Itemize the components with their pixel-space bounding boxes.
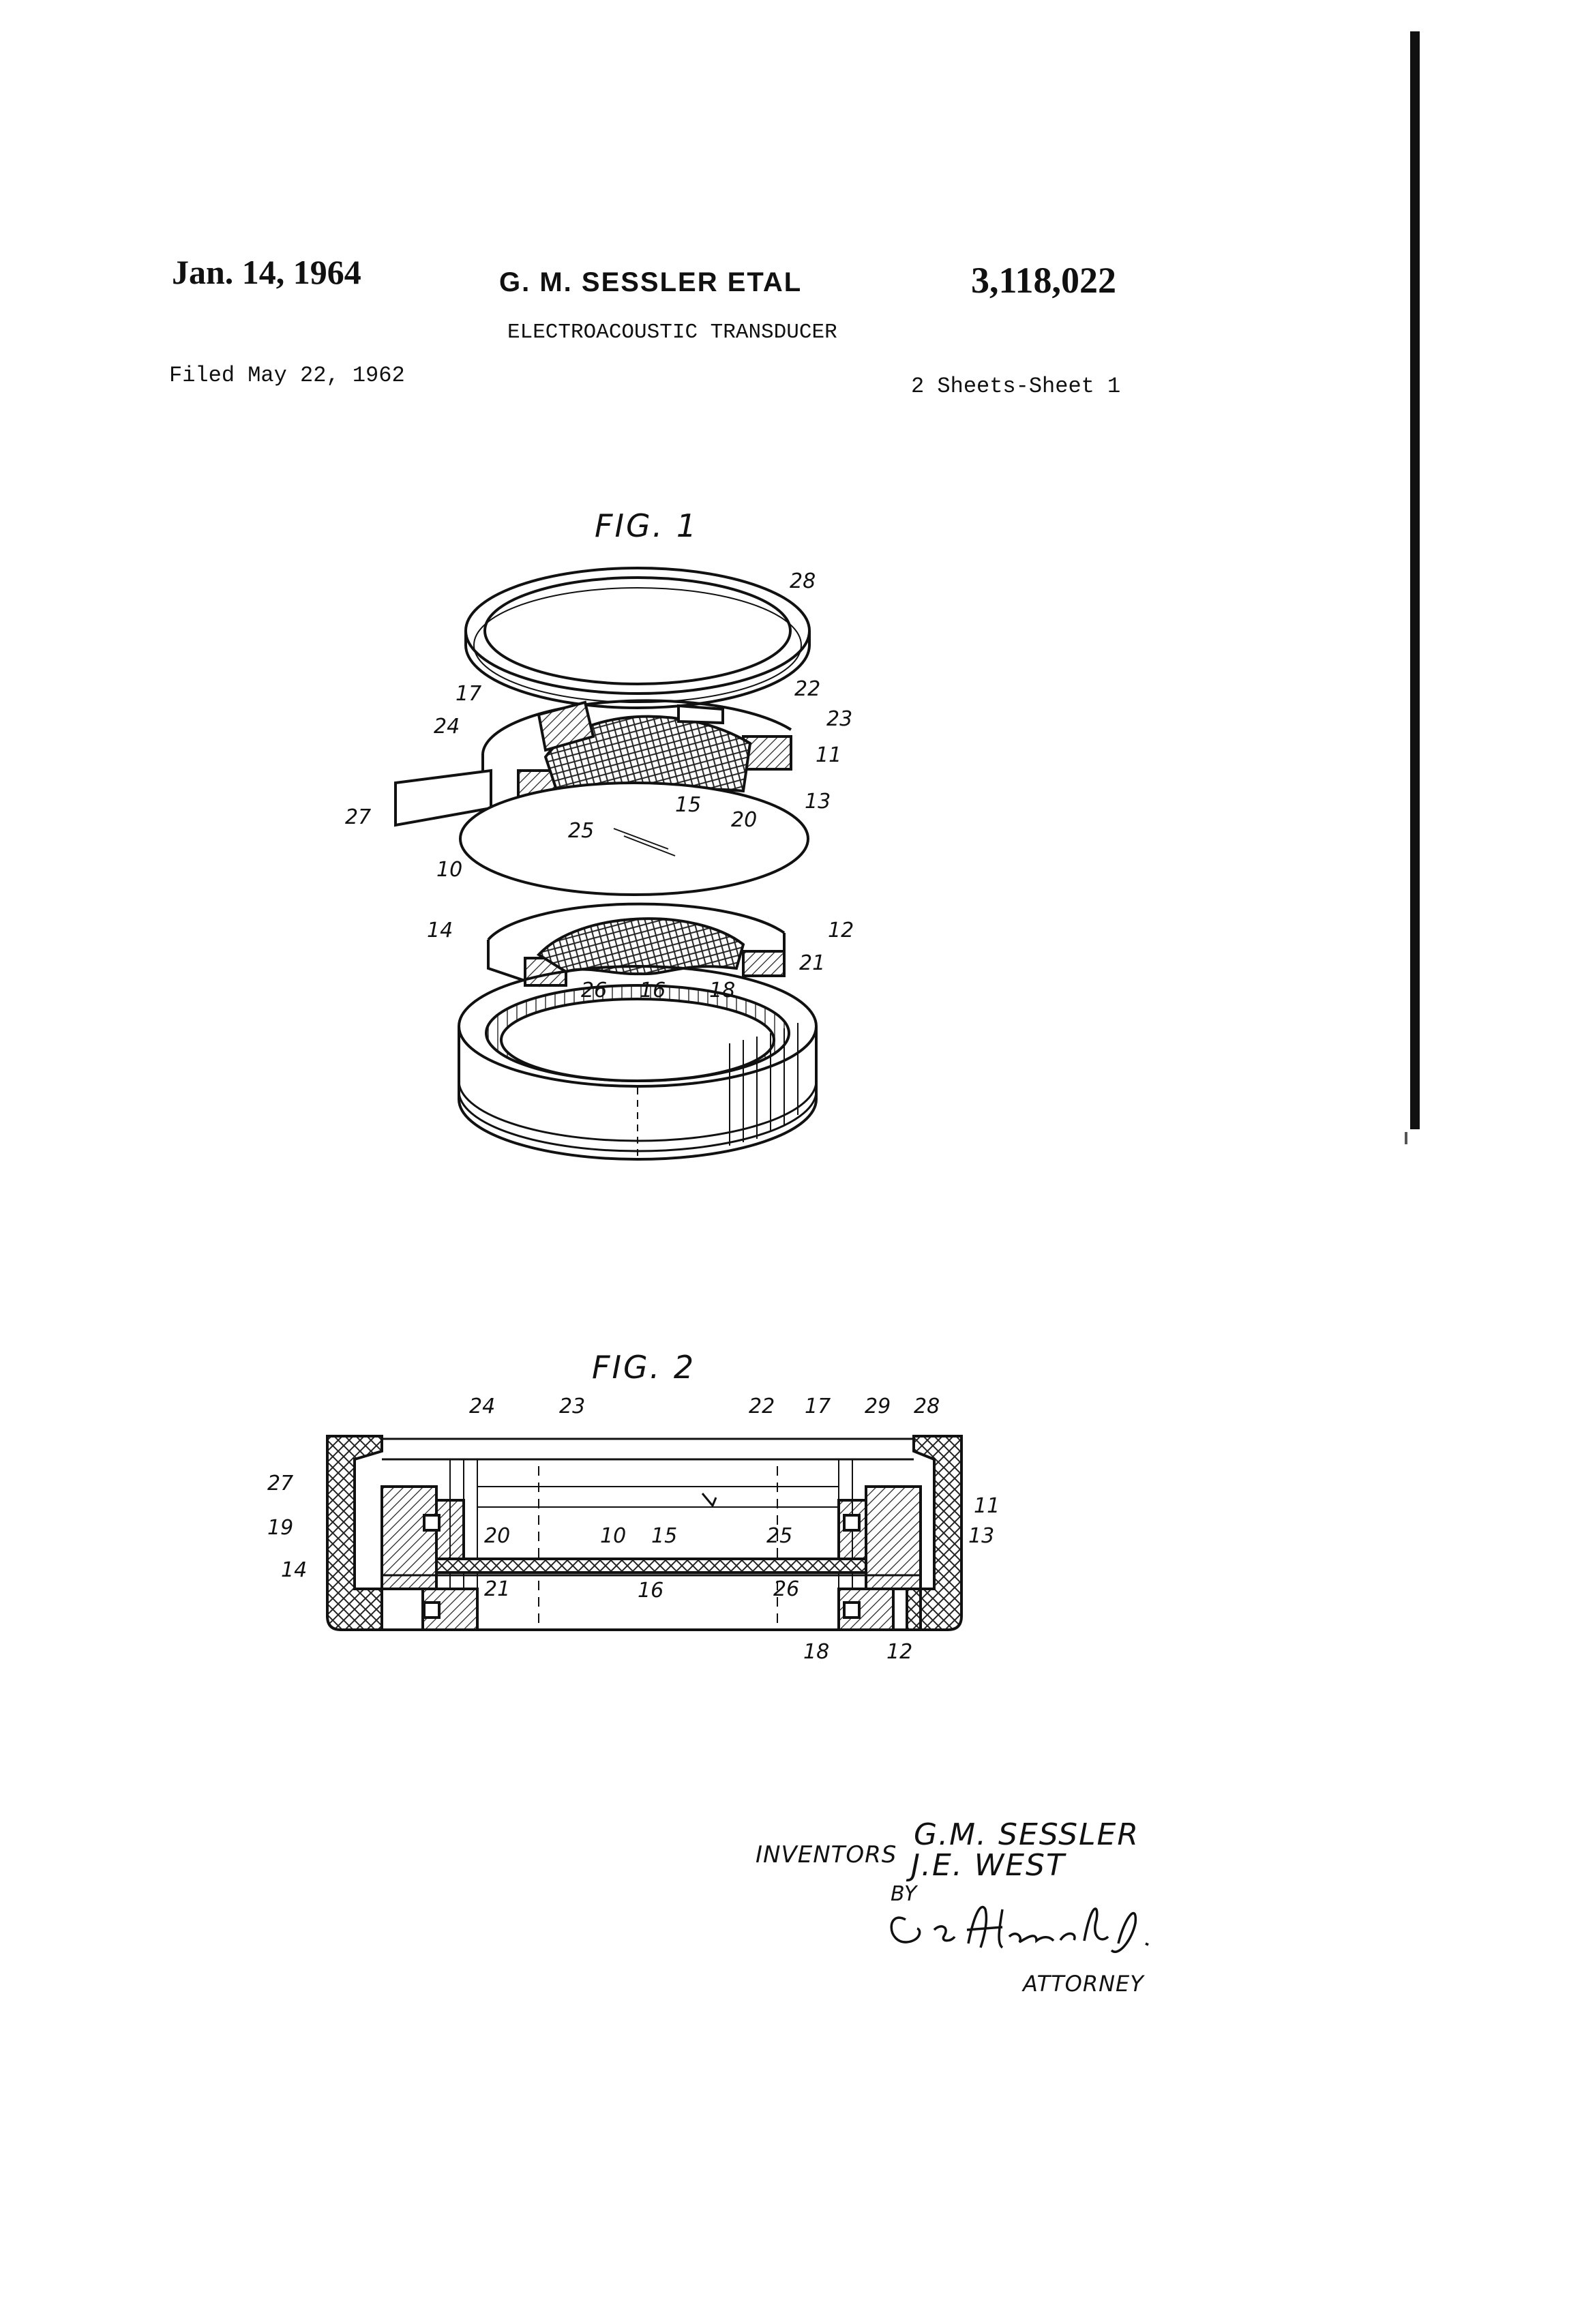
fig1-ref-22: 22 xyxy=(794,677,820,701)
inventor-header: G. M. SESSLER ETAL xyxy=(499,267,803,297)
fig1-ref-18: 18 xyxy=(709,979,735,1002)
fig1-ref-23: 23 xyxy=(826,707,852,731)
filed-date: Filed May 22, 1962 xyxy=(169,363,405,388)
fig1-ref-27: 27 xyxy=(345,805,371,829)
fig1-ref-17: 17 xyxy=(456,682,481,706)
inventor-2: J.E. WEST xyxy=(911,1848,1066,1883)
fig1-ref-12: 12 xyxy=(828,919,854,942)
fig2-ref-21: 21 xyxy=(484,1577,510,1601)
fig2-ref-17: 17 xyxy=(805,1395,831,1418)
fig2-ref-24: 24 xyxy=(469,1395,495,1418)
inventor-1: G.M. SESSLER xyxy=(914,1817,1139,1852)
fig2-ref-29: 29 xyxy=(865,1395,891,1418)
scan-edge-mark xyxy=(1405,1132,1407,1144)
housing xyxy=(458,965,818,1161)
fig2-ref-28: 28 xyxy=(914,1395,940,1418)
fig2-ref-25: 25 xyxy=(766,1524,792,1548)
fig1-ref-20: 20 xyxy=(731,808,757,832)
fig1-ref-14: 14 xyxy=(427,919,453,942)
fig1-ref-21: 21 xyxy=(799,951,825,975)
scan-edge-bar xyxy=(1410,31,1420,1129)
patent-title: ELECTROACOUSTIC TRANSDUCER xyxy=(507,321,837,344)
fig1-ref-25: 25 xyxy=(568,819,594,843)
fig1-ref-13: 13 xyxy=(805,790,831,814)
fig2-refs: 24 23 22 17 29 28 27 11 19 20 10 15 25 1… xyxy=(267,1395,1000,1664)
fig1-ref-16: 16 xyxy=(640,979,666,1002)
fig1-drawing xyxy=(394,567,818,1161)
fig1-ref-10: 10 xyxy=(436,858,462,882)
fig2-ref-14: 14 xyxy=(281,1558,307,1582)
by-label: BY xyxy=(891,1882,917,1906)
fig2-ref-15: 15 xyxy=(651,1524,677,1548)
fig1-ref-28: 28 xyxy=(790,569,816,593)
patent-number: 3,118,022 xyxy=(971,260,1117,301)
attorney-label: ATTORNEY xyxy=(1023,1971,1144,1997)
fig2-ref-16: 16 xyxy=(638,1579,663,1603)
attorney-signature xyxy=(890,1905,1149,1953)
fig1-ref-24: 24 xyxy=(434,715,460,739)
fig2-ref-23: 23 xyxy=(559,1395,585,1418)
fig1-ref-15: 15 xyxy=(675,793,701,817)
fig2-ref-26: 26 xyxy=(773,1577,799,1601)
patent-date: Jan. 14, 1964 xyxy=(172,253,361,291)
fig1-label: FIG. 1 xyxy=(595,507,699,544)
fig2-ref-10: 10 xyxy=(600,1524,626,1548)
fig2-ref-18: 18 xyxy=(803,1640,829,1664)
fig1-refs: 28 17 22 23 24 11 13 15 20 25 27 10 14 1… xyxy=(345,569,854,1002)
fig2-drawing xyxy=(326,1435,963,1631)
fig2-ref-19: 19 xyxy=(267,1516,293,1540)
diaphragm-10 xyxy=(459,781,809,896)
fig1-ref-26: 26 xyxy=(581,979,607,1002)
inventors-label: INVENTORS xyxy=(756,1841,897,1868)
fig2-ref-12: 12 xyxy=(886,1640,912,1664)
sheet-count: 2 Sheets-Sheet 1 xyxy=(911,374,1121,399)
fig2-ref-11: 11 xyxy=(974,1494,1000,1518)
fig2-ref-20: 20 xyxy=(484,1524,510,1548)
fig2-ref-27: 27 xyxy=(267,1472,293,1495)
lower-electrode-assembly xyxy=(487,902,786,987)
ring-28 xyxy=(464,567,811,709)
fig2-ref-22: 22 xyxy=(749,1395,775,1418)
fig2-label: FIG. 2 xyxy=(592,1349,696,1386)
fig2-ref-13: 13 xyxy=(968,1524,994,1548)
fig1-ref-11: 11 xyxy=(816,743,841,767)
